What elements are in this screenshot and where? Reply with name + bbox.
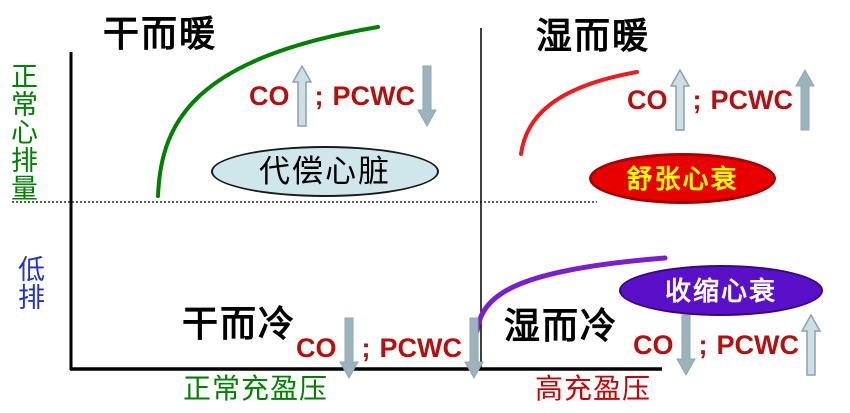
pcwc-up-arrow-icon — [801, 314, 821, 376]
quadrant-title-wet-cold: 湿而冷 — [504, 305, 619, 346]
co-down-arrow-icon — [675, 314, 696, 376]
wet-warm-curve — [519, 70, 639, 156]
co-label: CO — [296, 332, 337, 363]
y-axis-label-normal-output: 正常心排量 — [7, 62, 37, 202]
systolic-heart-failure-ellipse: 收缩心衰 — [619, 265, 823, 316]
dry-warm-curve — [156, 25, 380, 198]
pcwc-up-arrow-icon — [795, 69, 815, 131]
wet-cold-curve — [474, 255, 668, 334]
pcwc-label: PCWC — [379, 332, 463, 363]
hemo-row-dry-cold: CO ; PCWC — [296, 316, 484, 380]
compensated-heart-ellipse: 代偿心脏 — [211, 146, 439, 197]
diastolic-heart-failure-label: 舒张心衰 — [626, 163, 739, 194]
hemo-row-wet-warm: CO ; PCWC — [627, 68, 815, 132]
systolic-heart-failure-label: 收缩心衰 — [664, 275, 777, 306]
co-up-arrow-icon — [291, 65, 312, 127]
pcwc-down-arrow-icon — [417, 65, 437, 127]
co-label: CO — [627, 84, 668, 115]
co-label: CO — [249, 80, 290, 111]
pcwc-label: PCWC — [716, 329, 800, 360]
separator: ; — [361, 332, 371, 363]
y-axis-label-low-output: 低排 — [14, 255, 44, 311]
pcwc-label: PCWC — [710, 84, 794, 115]
pcwc-down-arrow-icon — [464, 317, 484, 379]
x-axis-label-normal-filling-pressure: 正常充盈压 — [183, 373, 329, 404]
hemo-row-dry-warm: CO ; PCWC — [249, 64, 437, 128]
separator: ; — [692, 84, 702, 115]
quadrant-title-dry-warm: 干而暖 — [103, 13, 218, 54]
pcwc-label: PCWC — [332, 80, 416, 111]
diastolic-heart-failure-ellipse: 舒张心衰 — [589, 153, 776, 204]
separator: ; — [314, 80, 324, 111]
x-axis-label-high-filling-pressure: 高充盈压 — [535, 373, 652, 404]
co-down-arrow-icon — [338, 317, 359, 379]
co-up-arrow-icon — [669, 69, 690, 131]
quadrant-title-wet-warm: 湿而暖 — [536, 15, 651, 56]
separator: ; — [698, 329, 708, 360]
quadrant-title-dry-cold: 干而冷 — [182, 303, 297, 344]
compensated-heart-label: 代偿心脏 — [259, 154, 391, 189]
hemo-row-wet-cold: CO ; PCWC — [633, 313, 821, 377]
co-label: CO — [633, 329, 674, 360]
